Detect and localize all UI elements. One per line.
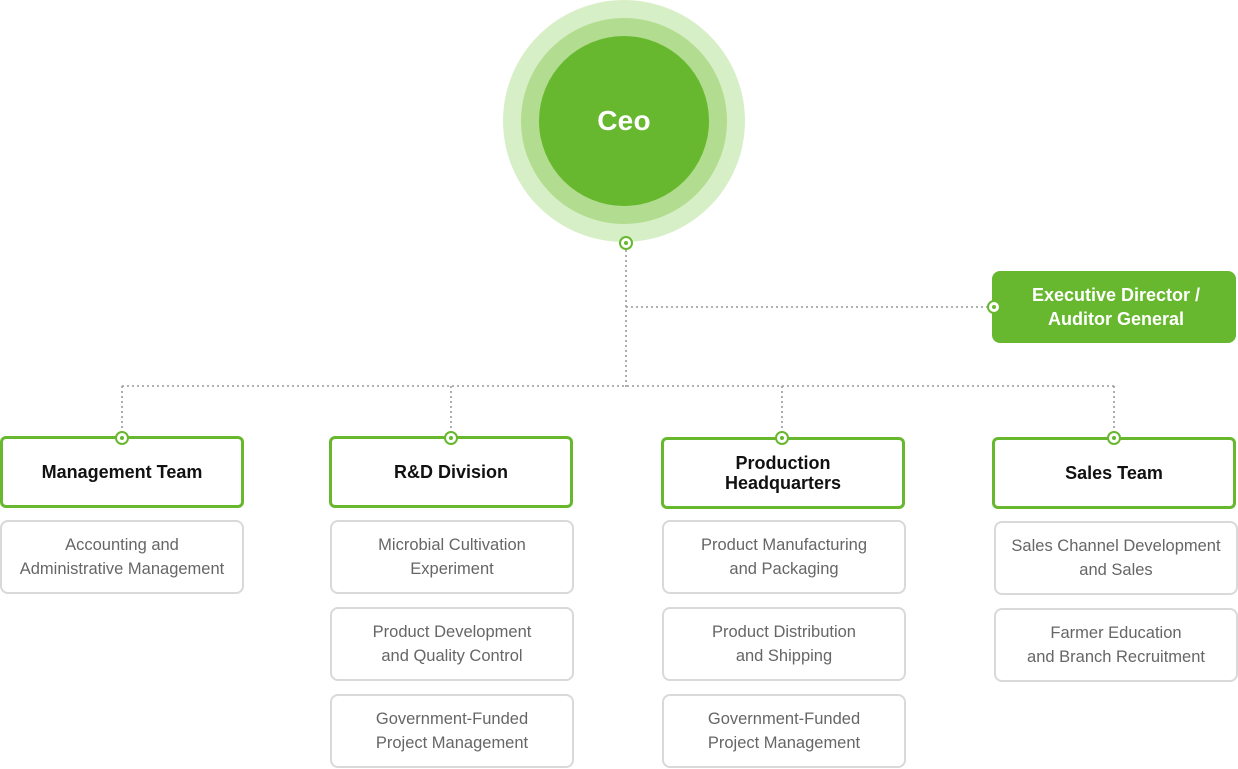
ceo-connector-dot: [619, 236, 633, 250]
ceo-label: Ceo: [597, 105, 651, 136]
subunit-label: Microbial Cultivation Experiment: [378, 536, 526, 578]
department-label: Management Team: [41, 462, 203, 482]
ceo-node: Ceo: [539, 36, 709, 206]
subunit-label: Product Distribution and Shipping: [712, 623, 856, 665]
department-management-team: Management Team: [0, 436, 244, 508]
subunit-label: Farmer Education and Branch Recruitment: [1027, 624, 1205, 666]
department-sales-team: Sales Team: [992, 437, 1236, 509]
subunit-label: Sales Channel Development and Sales: [1011, 537, 1221, 579]
department-label: R&D Division: [393, 462, 508, 482]
subunit-box: Accounting and Administrative Management: [0, 520, 244, 594]
production-connector-dot: [775, 431, 789, 445]
subunit-box: Government-Funded Project Management: [662, 694, 906, 768]
subunit-box: Microbial Cultivation Experiment: [330, 520, 574, 594]
subunit-box: Sales Channel Development and Sales: [994, 521, 1238, 595]
subunit-label: Accounting and Administrative Management: [19, 536, 225, 578]
subunit-label: Product Manufacturing and Packaging: [700, 536, 867, 578]
department-label: Production Headquarters: [724, 453, 842, 493]
subunit-box: Government-Funded Project Management: [330, 694, 574, 768]
subunit-box: Product Distribution and Shipping: [662, 607, 906, 681]
subunit-label: Government-Funded Project Management: [375, 710, 529, 752]
subunit-box: Farmer Education and Branch Recruitment: [994, 608, 1238, 682]
subunit-box: Product Development and Quality Control: [330, 607, 574, 681]
executive-connector-dot: [987, 300, 1001, 314]
subunit-label: Government-Funded Project Management: [707, 710, 861, 752]
department-production-headquarters: Production Headquarters: [661, 437, 905, 509]
executive-director-node: Executive Director / Auditor General: [992, 271, 1236, 343]
subunit-label: Product Development and Quality Control: [372, 623, 532, 665]
department-label: Sales Team: [1065, 463, 1163, 483]
department-rnd-division: R&D Division: [329, 436, 573, 508]
sales-connector-dot: [1107, 431, 1121, 445]
executive-director-label: Executive Director / Auditor General: [1031, 285, 1201, 329]
subunit-box: Product Manufacturing and Packaging: [662, 520, 906, 594]
management-connector-dot: [115, 431, 129, 445]
rnd-connector-dot: [444, 431, 458, 445]
